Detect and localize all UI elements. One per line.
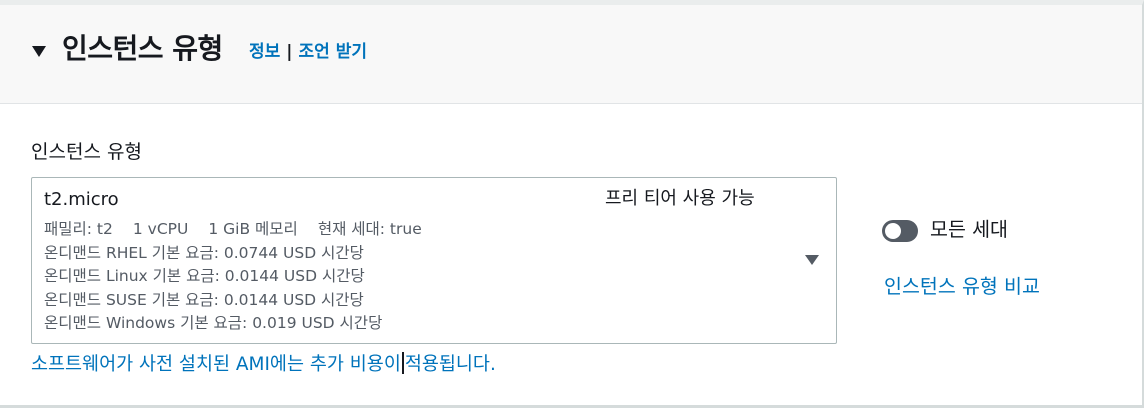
- instance-vcpu: 1 vCPU: [132, 220, 189, 238]
- panel-header: 인스턴스 유형 정보|조언 받기: [0, 5, 1142, 104]
- pricing-rhel: 온디맨드 RHEL 기본 요금: 0.0744 USD 시간당: [44, 243, 364, 262]
- header-links: 정보|조언 받기: [249, 40, 367, 64]
- pricing-suse: 온디맨드 SUSE 기본 요금: 0.0144 USD 시간당: [44, 290, 364, 309]
- help-text-part2: 적용됩니다.: [404, 354, 496, 375]
- text-cursor: [401, 352, 404, 374]
- compare-instance-types-link[interactable]: 인스턴스 유형 비교: [884, 275, 1040, 298]
- panel-title: 인스턴스 유형: [62, 32, 223, 65]
- instance-specs: 패밀리: t2 1 vCPU 1 GiB 메모리 현재 세대: true: [44, 218, 442, 242]
- instance-memory: 1 GiB 메모리: [208, 220, 298, 238]
- link-separator: |: [286, 42, 293, 62]
- free-tier-badge: 프리 티어 사용 가능: [605, 188, 755, 209]
- info-link[interactable]: 정보: [249, 42, 281, 62]
- caret-down-icon[interactable]: [31, 43, 47, 59]
- instance-type-select[interactable]: t2.micro 프리 티어 사용 가능 패밀리: t2 1 vCPU 1 GiB …: [31, 177, 837, 344]
- instance-generation: 현재 세대: true: [317, 220, 422, 238]
- all-generations-toggle[interactable]: [882, 220, 918, 242]
- instance-family: 패밀리: t2: [44, 220, 113, 238]
- instance-type-field-label: 인스턴스 유형: [31, 141, 142, 163]
- selected-instance-name: t2.micro: [44, 189, 119, 210]
- pricing-linux: 온디맨드 Linux 기본 요금: 0.0144 USD 시간당: [44, 267, 365, 285]
- all-generations-label: 모든 세대: [930, 218, 1008, 241]
- instance-details: 패밀리: t2 1 vCPU 1 GiB 메모리 현재 세대: true 온디맨드 R…: [44, 218, 442, 336]
- pricing-windows: 온디맨드 Windows 기본 요금: 0.019 USD 시간당: [44, 314, 383, 332]
- toggle-knob: [885, 223, 901, 239]
- get-advice-link[interactable]: 조언 받기: [298, 42, 367, 62]
- dropdown-caret-icon: [805, 255, 819, 265]
- help-text-part1: 소프트웨어가 사전 설치된 AMI에는 추가 비용이: [31, 354, 401, 375]
